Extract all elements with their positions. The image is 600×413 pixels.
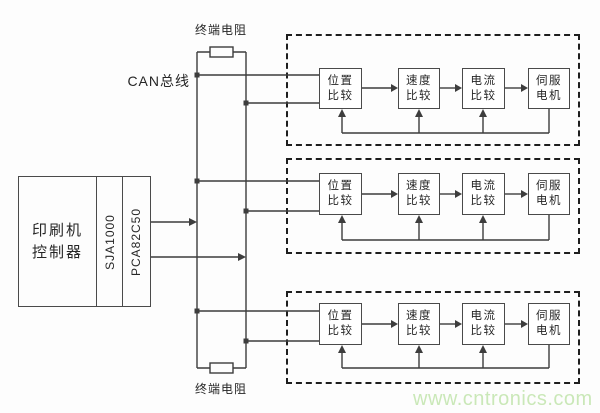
can-bus-label: CAN总线 — [127, 73, 190, 89]
block-label: 比较 — [406, 195, 432, 207]
arrowhead — [189, 218, 197, 226]
watermark-text: www.cntronics.com — [413, 388, 593, 410]
block-label: 速度 — [406, 180, 432, 192]
block-label: 比较 — [406, 89, 432, 102]
block-label: 比较 — [327, 89, 354, 102]
servo-motor-block-2: 伺服 电机 — [528, 173, 570, 215]
terminator-resistor-bottom-symbol — [209, 362, 234, 374]
printer-controller-title-line2: 控制器 — [31, 243, 83, 261]
block-label: 比较 — [406, 325, 432, 337]
junction-dot — [194, 308, 200, 314]
block-label: 比较 — [327, 195, 354, 207]
servo-motor-block-1: 伺服 电机 — [528, 68, 570, 109]
block-label: 伺服 — [536, 310, 562, 322]
current-compare-block-3: 电流 比较 — [462, 303, 505, 345]
block-label: 电流 — [470, 74, 497, 87]
block-label: 比较 — [470, 89, 497, 102]
position-compare-block-2: 位置 比较 — [319, 173, 362, 215]
current-compare-block-1: 电流 比较 — [462, 68, 505, 109]
block-label: 位置 — [327, 310, 354, 322]
block-label: 比较 — [470, 195, 497, 207]
junction-dot — [194, 178, 200, 184]
position-compare-block-3: 位置 比较 — [319, 303, 362, 345]
speed-compare-block-3: 速度 比较 — [398, 303, 440, 345]
block-label: 位置 — [327, 180, 354, 192]
chip-pca82c50-label: PCA82C50 — [129, 207, 144, 276]
arrowhead — [238, 253, 246, 261]
chip-column-pca82c50: PCA82C50 — [123, 177, 150, 306]
terminator-resistor-top-symbol — [209, 46, 234, 58]
position-compare-block-1: 位置 比较 — [319, 68, 362, 109]
printer-controller-title-line1: 印刷机 — [31, 221, 83, 239]
block-label: 伺服 — [536, 74, 562, 87]
block-label: 电流 — [470, 310, 497, 322]
block-label: 电机 — [536, 325, 562, 337]
servo-motor-block-3: 伺服 电机 — [528, 303, 570, 345]
block-label: 电机 — [536, 195, 562, 207]
junction-dot — [243, 100, 249, 106]
chip-sja1000-label: SJA1000 — [102, 213, 117, 270]
junction-dot — [243, 338, 249, 344]
terminator-resistor-bottom-label: 终端电阻 — [194, 382, 247, 396]
servo-axis-group-2 — [286, 158, 580, 254]
block-label: 速度 — [406, 74, 432, 87]
printer-controller-title: 印刷机 控制器 — [19, 177, 97, 306]
servo-axis-group-1 — [286, 34, 580, 146]
speed-compare-block-2: 速度 比较 — [398, 173, 440, 215]
block-label: 比较 — [327, 325, 354, 337]
junction-dot — [243, 208, 249, 214]
block-label: 电机 — [536, 89, 562, 102]
junction-dot — [194, 72, 200, 78]
current-compare-block-2: 电流 比较 — [462, 173, 505, 215]
printer-controller-box: 印刷机 控制器 SJA1000 PCA82C50 — [18, 176, 151, 307]
chip-column-sja1000: SJA1000 — [97, 177, 123, 306]
block-label: 位置 — [327, 74, 354, 87]
block-label: 速度 — [406, 310, 432, 322]
servo-axis-group-3 — [286, 291, 580, 384]
terminator-resistor-top-label: 终端电阻 — [194, 23, 247, 37]
block-label: 伺服 — [536, 180, 562, 192]
block-label: 电流 — [470, 180, 497, 192]
block-label: 比较 — [470, 325, 497, 337]
speed-compare-block-1: 速度 比较 — [398, 68, 440, 109]
